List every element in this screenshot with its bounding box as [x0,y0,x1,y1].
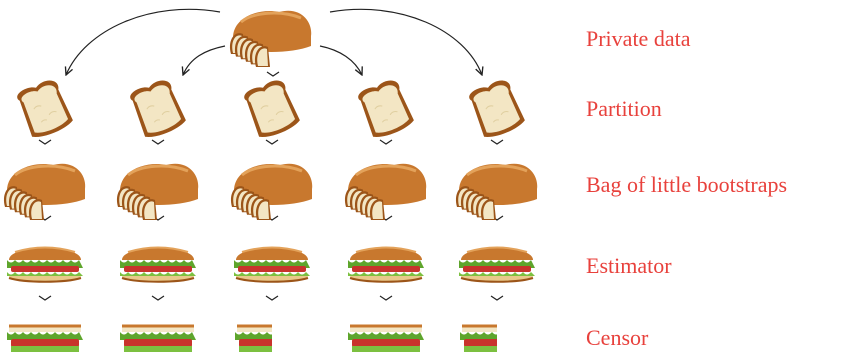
sliced-loaf-icon [344,163,427,220]
sliced-loaf-icon [229,10,312,67]
arrow-slice-to-bag [490,139,504,145]
stage-label-private-data: Private data [586,26,691,51]
arrow-slice-to-bag [265,139,279,145]
arrow-slice-to-bag [38,139,52,145]
sliced-loaf-icon [116,163,199,220]
sandwich-icon [7,246,83,283]
sandwich-icon [120,324,196,352]
sandwich-icon [348,246,424,283]
arrow-partition-1 [66,8,221,75]
arrow-slice-to-bag [379,139,393,145]
stage-label-censor: Censor [586,325,649,350]
sandwich-icon [460,324,497,352]
bread-slice-icon [130,80,186,137]
arrow-estimator-to-censor [38,295,52,301]
stage-label-estimator: Estimator [586,253,672,278]
stage-label-partition: Partition [586,96,662,121]
sandwich-icon [120,246,196,283]
icons-layer [3,10,538,352]
sliced-loaf-icon [455,163,538,220]
arrow-estimator-to-censor [379,295,393,301]
arrow-estimator-to-censor [490,295,504,301]
arrow-partition-3 [266,71,280,77]
arrow-slice-to-bag [151,139,165,145]
arrow-partition-4 [319,45,362,75]
arrows-layer [38,8,504,301]
bread-slice-icon [358,80,414,137]
sandwich-icon [234,246,310,283]
arrow-partition-2 [183,45,226,75]
sandwich-icon [7,324,83,352]
sliced-loaf-icon [230,163,313,220]
sandwich-icon [235,324,272,352]
stage-label-bag-of-little-bootstraps: Bag of little bootstraps [586,172,788,197]
sandwich-icon [348,324,424,352]
bread-slice-icon [17,80,73,137]
bread-slice-icon [244,80,300,137]
arrow-estimator-to-censor [265,295,279,301]
arrow-partition-5 [329,8,482,75]
arrow-estimator-to-censor [151,295,165,301]
sandwich-icon [459,246,535,283]
bread-slice-icon [469,80,525,137]
sliced-loaf-icon [3,163,86,220]
